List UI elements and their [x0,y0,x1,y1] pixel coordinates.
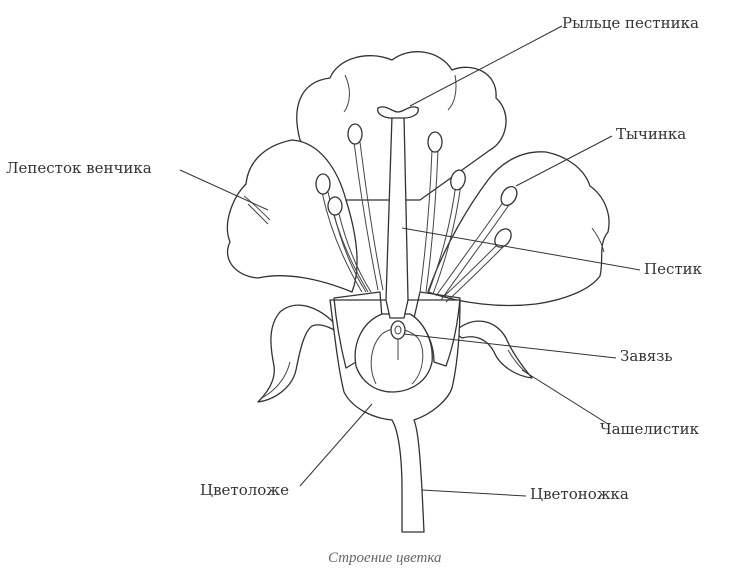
stigma-shape [377,106,419,119]
label-pedicel: Цветоножка [530,485,629,503]
leader-lines [179,25,641,497]
label-receptacle: Цветоложе [200,481,289,499]
ovule [390,320,406,340]
sepal-left [257,304,343,403]
label-stigma: Рыльце пестника [562,14,699,32]
label-petal: Лепесток венчика [6,159,152,177]
sepal-right [453,320,533,379]
label-sepal: Чашелистик [600,420,699,438]
label-ovary: Завязь [620,347,673,365]
label-stamen: Тычинка [616,125,687,143]
anthers [315,123,518,248]
stamens [321,141,512,303]
label-pistil: Пестик [644,260,703,278]
diagram-caption: Строение цветка [328,550,442,566]
petal-right [427,151,610,307]
